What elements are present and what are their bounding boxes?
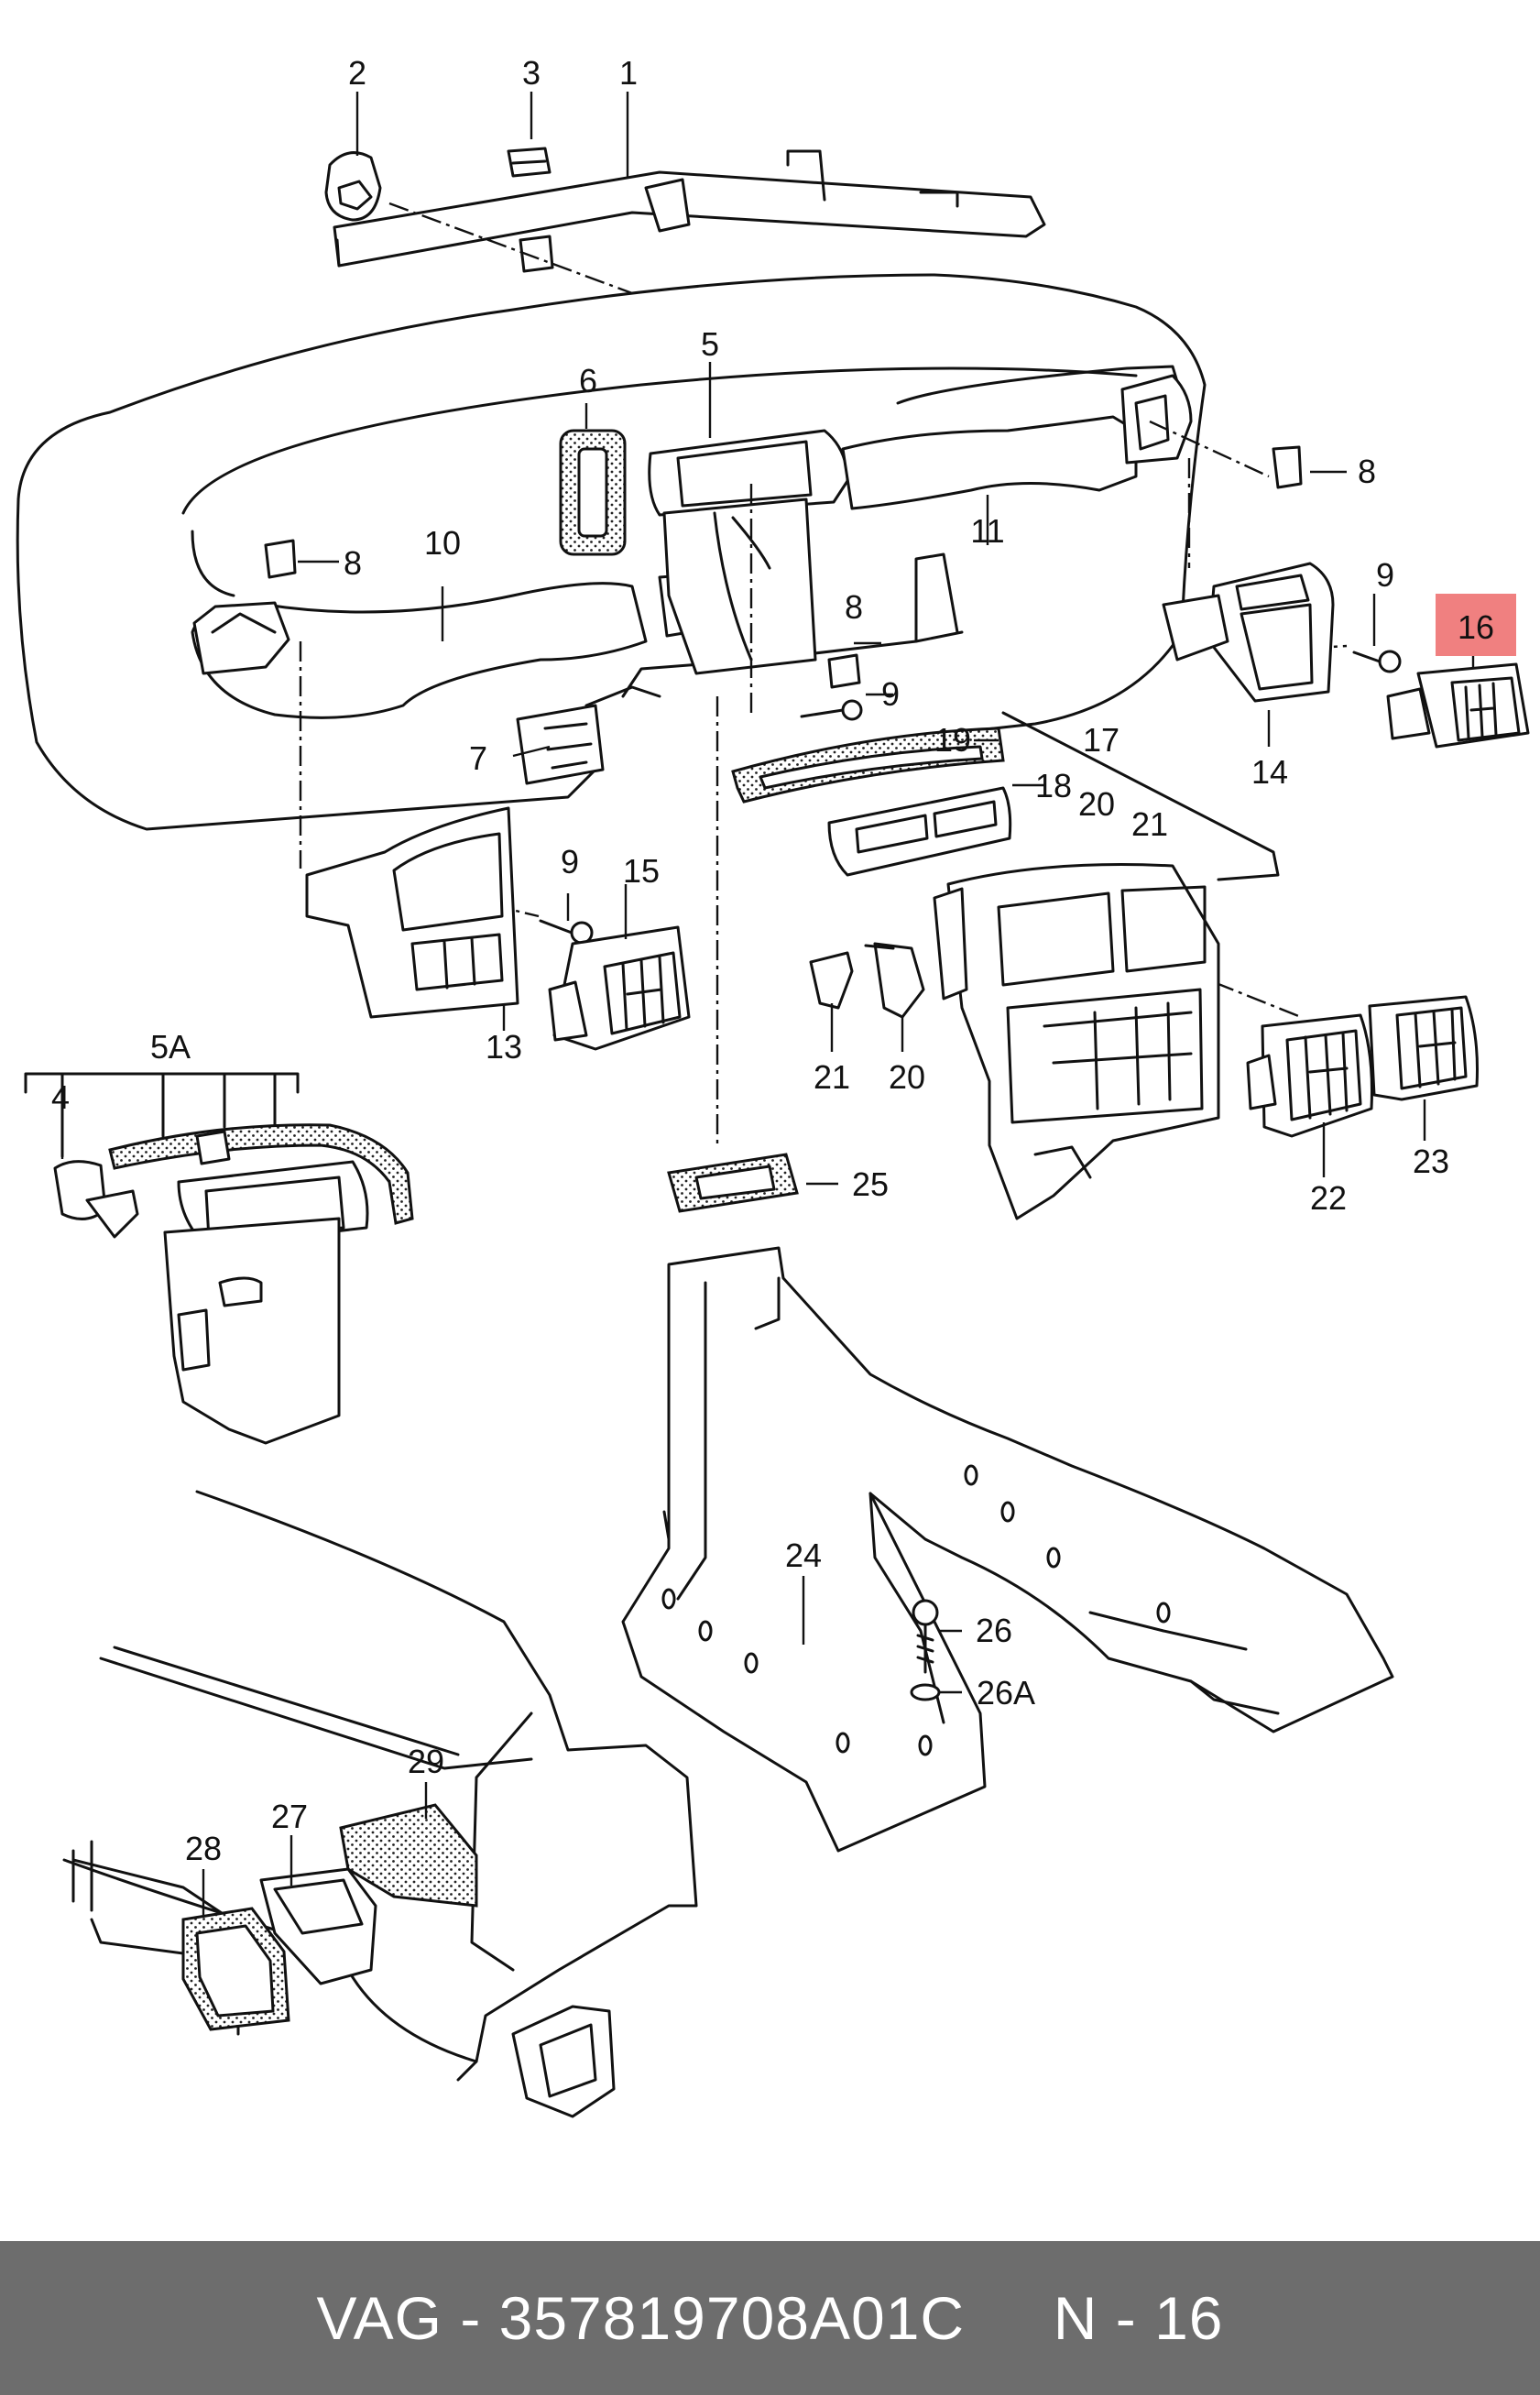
screw-part-9-right <box>1352 650 1402 673</box>
air-duct-part-10 <box>191 574 691 719</box>
callout-23: 23 <box>1413 1143 1449 1180</box>
vent-part-15 <box>548 925 691 1051</box>
callout-13: 13 <box>486 1028 522 1066</box>
screw-part-9-left <box>539 919 594 945</box>
callout-20-bottom: 20 <box>889 1058 925 1096</box>
part-number-label: VAG - 357819708A01C N - 16 <box>316 2284 1224 2352</box>
bracket-part-7 <box>516 704 605 785</box>
callout-29: 29 <box>408 1743 444 1780</box>
clip-part-8-center <box>827 653 861 689</box>
clip-part-8-right <box>1272 445 1303 489</box>
callout-8-center: 8 <box>845 588 863 626</box>
callout-14: 14 <box>1251 753 1288 791</box>
callout-18: 18 <box>1035 767 1072 804</box>
part-number-footer: VAG - 357819708A01C N - 16 <box>0 2241 1540 2395</box>
callout-4: 4 <box>51 1078 70 1116</box>
clip-part-20 <box>864 942 925 1019</box>
panel-part-17-outline <box>1001 711 1280 881</box>
console-frame-part-17 <box>933 863 1220 1220</box>
vent-part-22 <box>1246 1013 1373 1138</box>
callout-28: 28 <box>185 1830 222 1867</box>
callout-1: 1 <box>619 54 638 92</box>
callout-17: 17 <box>1083 721 1120 759</box>
callout-2: 2 <box>348 54 366 92</box>
callout-21-bottom: 21 <box>814 1058 850 1096</box>
vent-part-16 <box>1386 662 1530 749</box>
callout-9-center: 9 <box>881 675 900 713</box>
callout-25: 25 <box>852 1165 889 1203</box>
callout-11: 11 <box>970 512 1004 550</box>
clip-part-3 <box>507 147 552 178</box>
callout-15: 15 <box>623 852 660 890</box>
callout-20-top: 20 <box>1078 785 1115 823</box>
parts-diagram: 2 3 1 6 5 8 10 11 8 9 16 14 8 9 7 19 17 … <box>16 54 1530 2118</box>
callout-8-left: 8 <box>344 544 362 582</box>
vent-housing-part-13 <box>305 806 519 1019</box>
vent-part-27 <box>259 1867 377 1985</box>
vent-housing-part-14 <box>1162 562 1335 703</box>
callout-3: 3 <box>522 54 541 92</box>
callout-7: 7 <box>469 739 487 777</box>
callout-8-right: 8 <box>1358 453 1376 490</box>
callout-10: 10 <box>424 524 461 562</box>
clip-part-2 <box>324 151 382 222</box>
callout-19: 19 <box>934 721 971 759</box>
callout-6: 6 <box>579 362 597 399</box>
callout-9-left: 9 <box>561 843 579 880</box>
callout-24: 24 <box>785 1537 822 1574</box>
callout-16: 16 <box>1458 608 1494 646</box>
callout-22: 22 <box>1310 1179 1347 1217</box>
clip-part-8-left <box>264 539 297 579</box>
callout-5A: 5A <box>150 1028 191 1066</box>
screw-part-9-center <box>800 699 863 721</box>
rear-console <box>62 1490 698 2118</box>
trim-strip-part-1 <box>333 149 1046 273</box>
callout-9-right: 9 <box>1376 556 1394 594</box>
callout-26A: 26A <box>977 1674 1035 1711</box>
callout-21-top: 21 <box>1131 805 1168 843</box>
callout-5: 5 <box>701 325 719 363</box>
air-duct-part-11 <box>841 374 1193 510</box>
highlight-box-16 <box>1436 594 1516 656</box>
callout-27: 27 <box>271 1798 308 1835</box>
clip-part-21 <box>809 951 854 1010</box>
floor-duct-part-24 <box>621 1246 1394 1853</box>
washer-part-26A <box>910 1683 941 1701</box>
vent-assembly-part-5A <box>24 1072 414 1445</box>
screw-part-26 <box>912 1599 939 1674</box>
vent-part-23 <box>1368 995 1479 1101</box>
center-vent-part-5 <box>584 429 849 707</box>
callout-26: 26 <box>976 1612 1012 1649</box>
grille-part-18 <box>827 786 1012 877</box>
